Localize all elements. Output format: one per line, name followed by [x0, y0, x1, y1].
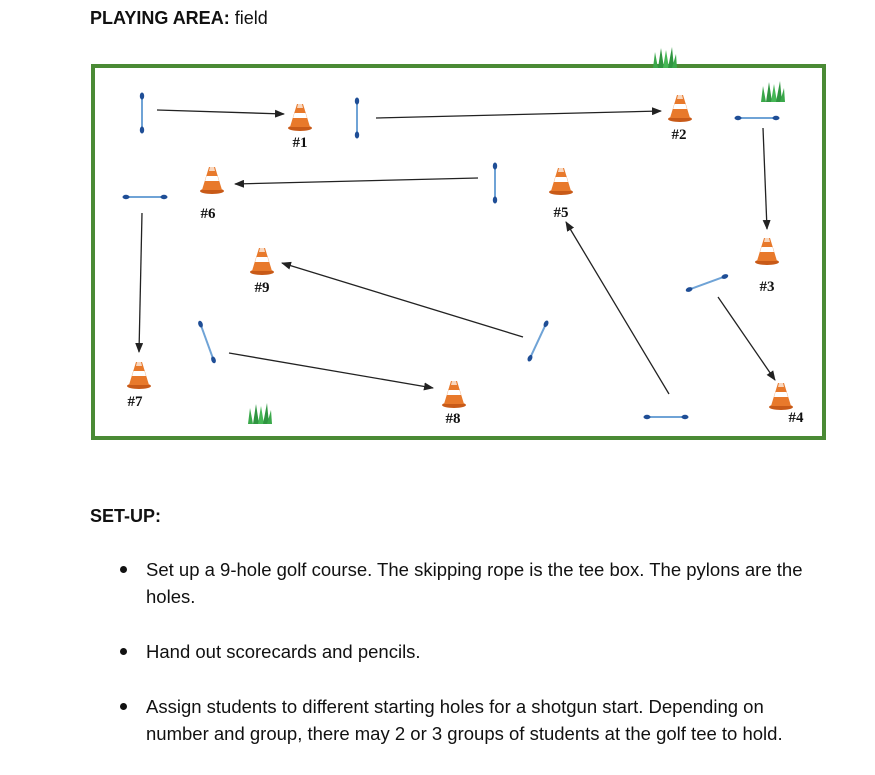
skipping-rope-icon [684, 272, 730, 294]
field-diagram: #1 #2 #3 #4 #5 #6 #7 #8 #9 [91, 47, 826, 440]
skipping-rope-icon [525, 318, 551, 364]
traffic-cone-icon [288, 104, 312, 131]
skipping-rope-icon [353, 96, 361, 140]
setup-label: SET-UP: [90, 506, 162, 526]
traffic-cone-icon [127, 362, 151, 389]
setup-bullet-list: Set up a 9-hole golf course. The skippin… [118, 556, 818, 775]
arrow-icon [234, 177, 479, 188]
traffic-cone-icon [769, 383, 793, 410]
grass-icon [653, 47, 677, 68]
grass-icon [248, 403, 272, 424]
skipping-rope-icon [196, 319, 218, 365]
traffic-cone-icon [442, 381, 466, 408]
skipping-rope-icon [121, 193, 169, 201]
arrow-icon [717, 296, 776, 381]
playing-area-label: PLAYING AREA: [90, 8, 230, 28]
hole-label: #2 [672, 127, 687, 143]
arrow-icon [565, 221, 670, 395]
hole-label: #4 [789, 410, 805, 426]
traffic-cone-icon [668, 95, 692, 122]
playing-area-heading: PLAYING AREA: field [90, 8, 268, 29]
hole-label: #6 [201, 206, 217, 222]
hole-label: #5 [554, 205, 569, 221]
skipping-rope-icon [491, 161, 499, 205]
skipping-rope-icon [642, 413, 690, 421]
arrow-icon [281, 261, 524, 338]
arrow-icon [762, 127, 771, 230]
field-border [91, 64, 826, 440]
traffic-cone-icon [250, 248, 274, 275]
arrow-icon [156, 109, 285, 118]
skipping-rope-icon [138, 91, 146, 135]
list-item: Hand out scorecards and pencils. [118, 638, 818, 665]
list-item: Assign students to different starting ho… [118, 693, 818, 747]
traffic-cone-icon [200, 167, 224, 194]
hole-label: #3 [760, 279, 775, 295]
skipping-rope-icon [733, 114, 781, 122]
traffic-cone-icon [755, 238, 779, 265]
hole-label: #9 [255, 280, 270, 296]
grass-icon [761, 81, 785, 102]
arrow-icon [135, 212, 144, 353]
traffic-cone-icon [549, 168, 573, 195]
setup-heading: SET-UP: [90, 506, 161, 527]
hole-label: #7 [128, 394, 144, 410]
arrow-icon [375, 107, 662, 119]
hole-label: #8 [446, 411, 461, 427]
list-item: Set up a 9-hole golf course. The skippin… [118, 556, 818, 610]
hole-label: #1 [293, 135, 308, 151]
playing-area-value: field [234, 8, 268, 28]
arrow-icon [228, 352, 434, 391]
